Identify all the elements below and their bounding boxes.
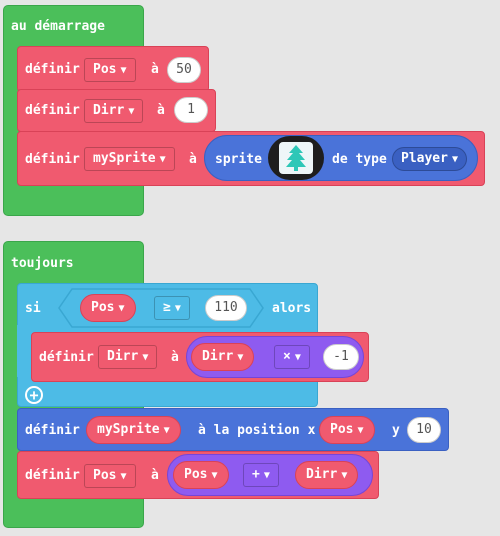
tree-sprite-icon[interactable] bbox=[268, 136, 324, 180]
forever-header: toujours bbox=[11, 256, 74, 271]
value-input-50[interactable]: 50 bbox=[167, 57, 201, 83]
set-label: définir bbox=[25, 103, 80, 118]
caret-down-icon: ▼ bbox=[120, 65, 127, 76]
var-dirr-oval[interactable]: Dirr▼ bbox=[295, 461, 359, 489]
to-label: à bbox=[151, 62, 159, 77]
type-label: de type bbox=[332, 152, 387, 167]
then-label: alors bbox=[272, 301, 312, 316]
set-label: définir bbox=[25, 423, 80, 438]
caret-down-icon: ▼ bbox=[451, 154, 458, 165]
caret-down-icon: ▼ bbox=[357, 425, 364, 436]
var-pos-oval[interactable]: Pos▼ bbox=[80, 294, 136, 322]
var-dropdown-dirr[interactable]: Dirr▼ bbox=[84, 99, 144, 123]
value-input-10[interactable]: 10 bbox=[407, 417, 441, 443]
var-dropdown-mysprite[interactable]: mySprite▼ bbox=[84, 147, 175, 171]
caret-down-icon: ▼ bbox=[128, 106, 135, 117]
var-pos-oval[interactable]: Pos▼ bbox=[173, 461, 229, 489]
sprite-label: sprite bbox=[215, 152, 262, 167]
value-input-110[interactable]: 110 bbox=[205, 295, 247, 321]
value-input-neg1[interactable]: -1 bbox=[323, 344, 359, 370]
set-label: définir bbox=[25, 62, 80, 77]
var-dropdown-pos[interactable]: Pos▼ bbox=[84, 464, 136, 488]
math-operator-dropdown[interactable]: +▼ bbox=[243, 463, 279, 487]
var-dirr-oval[interactable]: Dirr▼ bbox=[191, 343, 255, 371]
math-operator-dropdown[interactable]: ×▼ bbox=[274, 345, 310, 369]
caret-down-icon: ▼ bbox=[174, 303, 181, 314]
var-dropdown-pos[interactable]: Pos▼ bbox=[84, 58, 136, 82]
caret-down-icon: ▼ bbox=[142, 352, 149, 363]
position-label: à la position x bbox=[198, 423, 316, 438]
var-dropdown-dirr[interactable]: Dirr▼ bbox=[98, 345, 158, 369]
caret-down-icon: ▼ bbox=[118, 303, 125, 314]
caret-down-icon: ▼ bbox=[163, 425, 170, 436]
set-label: définir bbox=[25, 468, 80, 483]
y-label: y bbox=[392, 423, 400, 438]
caret-down-icon: ▼ bbox=[294, 352, 301, 363]
caret-down-icon: ▼ bbox=[237, 352, 244, 363]
to-label: à bbox=[157, 103, 165, 118]
kind-dropdown-player[interactable]: Player▼ bbox=[392, 147, 467, 171]
caret-down-icon: ▼ bbox=[263, 470, 270, 481]
caret-down-icon: ▼ bbox=[159, 154, 166, 165]
compare-operator-dropdown[interactable]: ≥▼ bbox=[154, 296, 190, 320]
value-input-1[interactable]: 1 bbox=[174, 97, 208, 123]
set-label: définir bbox=[25, 152, 80, 167]
to-label: à bbox=[171, 350, 179, 365]
caret-down-icon: ▼ bbox=[211, 470, 218, 481]
if-label: si bbox=[25, 301, 41, 316]
caret-down-icon: ▼ bbox=[341, 470, 348, 481]
plus-circle-icon[interactable]: + bbox=[25, 386, 43, 404]
caret-down-icon: ▼ bbox=[120, 471, 127, 482]
to-label: à bbox=[151, 468, 159, 483]
set-label: définir bbox=[39, 350, 94, 365]
on-start-header: au démarrage bbox=[11, 19, 105, 34]
var-pos-oval[interactable]: Pos▼ bbox=[319, 416, 375, 444]
var-mysprite-oval[interactable]: mySprite▼ bbox=[86, 416, 181, 444]
to-label: à bbox=[189, 152, 197, 167]
